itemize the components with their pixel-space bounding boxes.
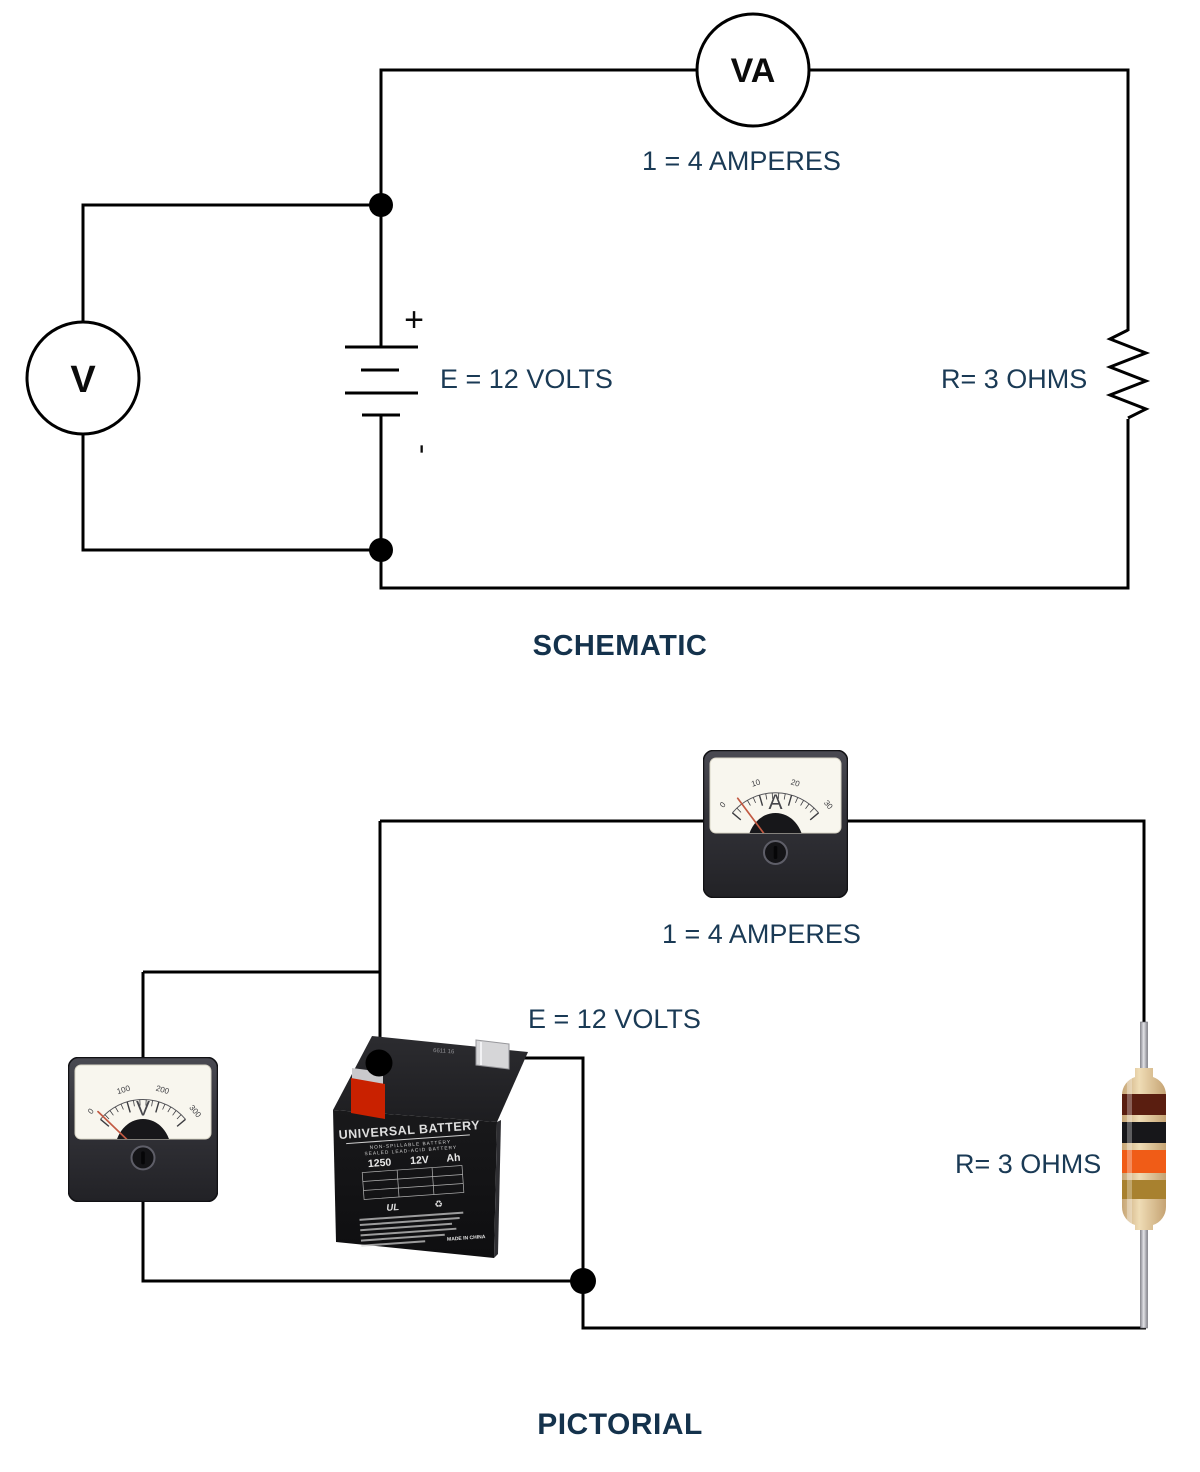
schematic-wires bbox=[81, 68, 1151, 590]
resistor-band-gold bbox=[1122, 1180, 1166, 1199]
battery-spec-table bbox=[361, 1165, 465, 1200]
schematic-voltmeter-circle bbox=[25, 320, 141, 436]
schematic-voltage-label: E = 12 VOLTS bbox=[440, 364, 613, 394]
junction-dot-schematic-top bbox=[369, 193, 393, 217]
meter-needle-hub bbox=[115, 1119, 171, 1139]
pictorial-wires bbox=[141, 819, 1146, 1330]
battery-subtitle1: NON-SPILLABLE BATTERY bbox=[370, 1139, 452, 1151]
battery-origin: MADE IN CHINA bbox=[447, 1234, 486, 1243]
pictorial-section-title: PICTORIAL bbox=[537, 1408, 703, 1441]
svg-text:100: 100 bbox=[116, 1084, 132, 1097]
svg-text:0: 0 bbox=[718, 800, 728, 810]
battery-terminal-negative bbox=[475, 1039, 510, 1070]
wire-schematic-top-left bbox=[379, 68, 697, 205]
pictorial-voltage-label: E = 12 VOLTS bbox=[528, 1004, 701, 1034]
wire-schematic-top-right bbox=[809, 68, 1130, 331]
battery-minus-sign: - bbox=[407, 444, 440, 454]
battery-front-face bbox=[333, 1110, 497, 1258]
battery-model: 1250 bbox=[368, 1156, 392, 1170]
resistor-3ohm bbox=[1114, 1010, 1174, 1330]
ul-logo: UL bbox=[386, 1202, 400, 1214]
resistor-band-black bbox=[1122, 1122, 1166, 1143]
wire-pictorial-bottom-run bbox=[581, 1281, 1146, 1330]
meter-needle bbox=[97, 1110, 133, 1139]
pictorial-current-label: 1 = 4 AMPERES bbox=[662, 919, 861, 949]
label-rule bbox=[346, 1134, 470, 1145]
battery-caution-lines bbox=[359, 1211, 464, 1247]
battery-12v: 6611 16 UNIVERSAL BATTERY NON-SPILLABLE … bbox=[325, 1032, 535, 1264]
battery-right-edge bbox=[494, 1120, 501, 1258]
meter-unit-letter: A bbox=[768, 791, 782, 814]
wire-pictorial-voltmeter-bottom bbox=[141, 1200, 583, 1283]
wire-pictorial-battery-negative bbox=[500, 1056, 585, 1281]
battery-symbol bbox=[345, 345, 418, 417]
battery-plus-sign: + bbox=[404, 301, 424, 339]
battery-terminal-positive bbox=[351, 1078, 385, 1119]
resistor-band-brown bbox=[1122, 1094, 1166, 1115]
schematic-ammeter-circle bbox=[695, 12, 811, 128]
wire-voltmeter-branch-top bbox=[81, 203, 381, 322]
resistor-graphic bbox=[1122, 1021, 1166, 1329]
schematic-voltmeter-symbol: V bbox=[70, 359, 96, 401]
resistor-highlight bbox=[1127, 1068, 1132, 1230]
battery-capacity-unit: Ah bbox=[446, 1152, 461, 1165]
pictorial-resistance-label: R= 3 OHMS bbox=[955, 1149, 1102, 1179]
resistor-lead-bottom bbox=[1140, 1221, 1148, 1329]
wire-voltmeter-branch-bottom bbox=[81, 434, 381, 552]
schematic-current-label: 1 = 4 AMPERES bbox=[642, 146, 841, 176]
battery-voltage: 12V bbox=[410, 1154, 429, 1167]
meter-screw-slot bbox=[773, 846, 778, 859]
wire-schematic-bottom bbox=[379, 419, 1130, 590]
battery-top-code: 6611 16 bbox=[433, 1048, 455, 1056]
junction-dot-schematic-bottom bbox=[369, 538, 393, 562]
meter-screw-slot bbox=[141, 1151, 145, 1165]
resistor-zigzag-symbol bbox=[1105, 328, 1151, 420]
svg-text:20: 20 bbox=[790, 778, 802, 789]
resistor-band-orange bbox=[1122, 1150, 1166, 1173]
schematic-resistance-label: R= 3 OHMS bbox=[941, 364, 1088, 394]
svg-text:0: 0 bbox=[86, 1106, 96, 1116]
schematic-ammeter-symbol: VA bbox=[731, 52, 776, 90]
battery-graphic: 6611 16 UNIVERSAL BATTERY NON-SPILLABLE … bbox=[333, 1036, 528, 1258]
meter-unit-letter: V bbox=[136, 1097, 150, 1120]
svg-text:200: 200 bbox=[155, 1084, 171, 1097]
wire-pictorial-ammeter-right bbox=[841, 819, 1146, 1030]
schematic-section-title: SCHEMATIC bbox=[532, 630, 708, 662]
recycle-icon: ♻ bbox=[434, 1199, 443, 1211]
svg-text:10: 10 bbox=[750, 777, 762, 788]
meter-needle bbox=[736, 797, 767, 833]
